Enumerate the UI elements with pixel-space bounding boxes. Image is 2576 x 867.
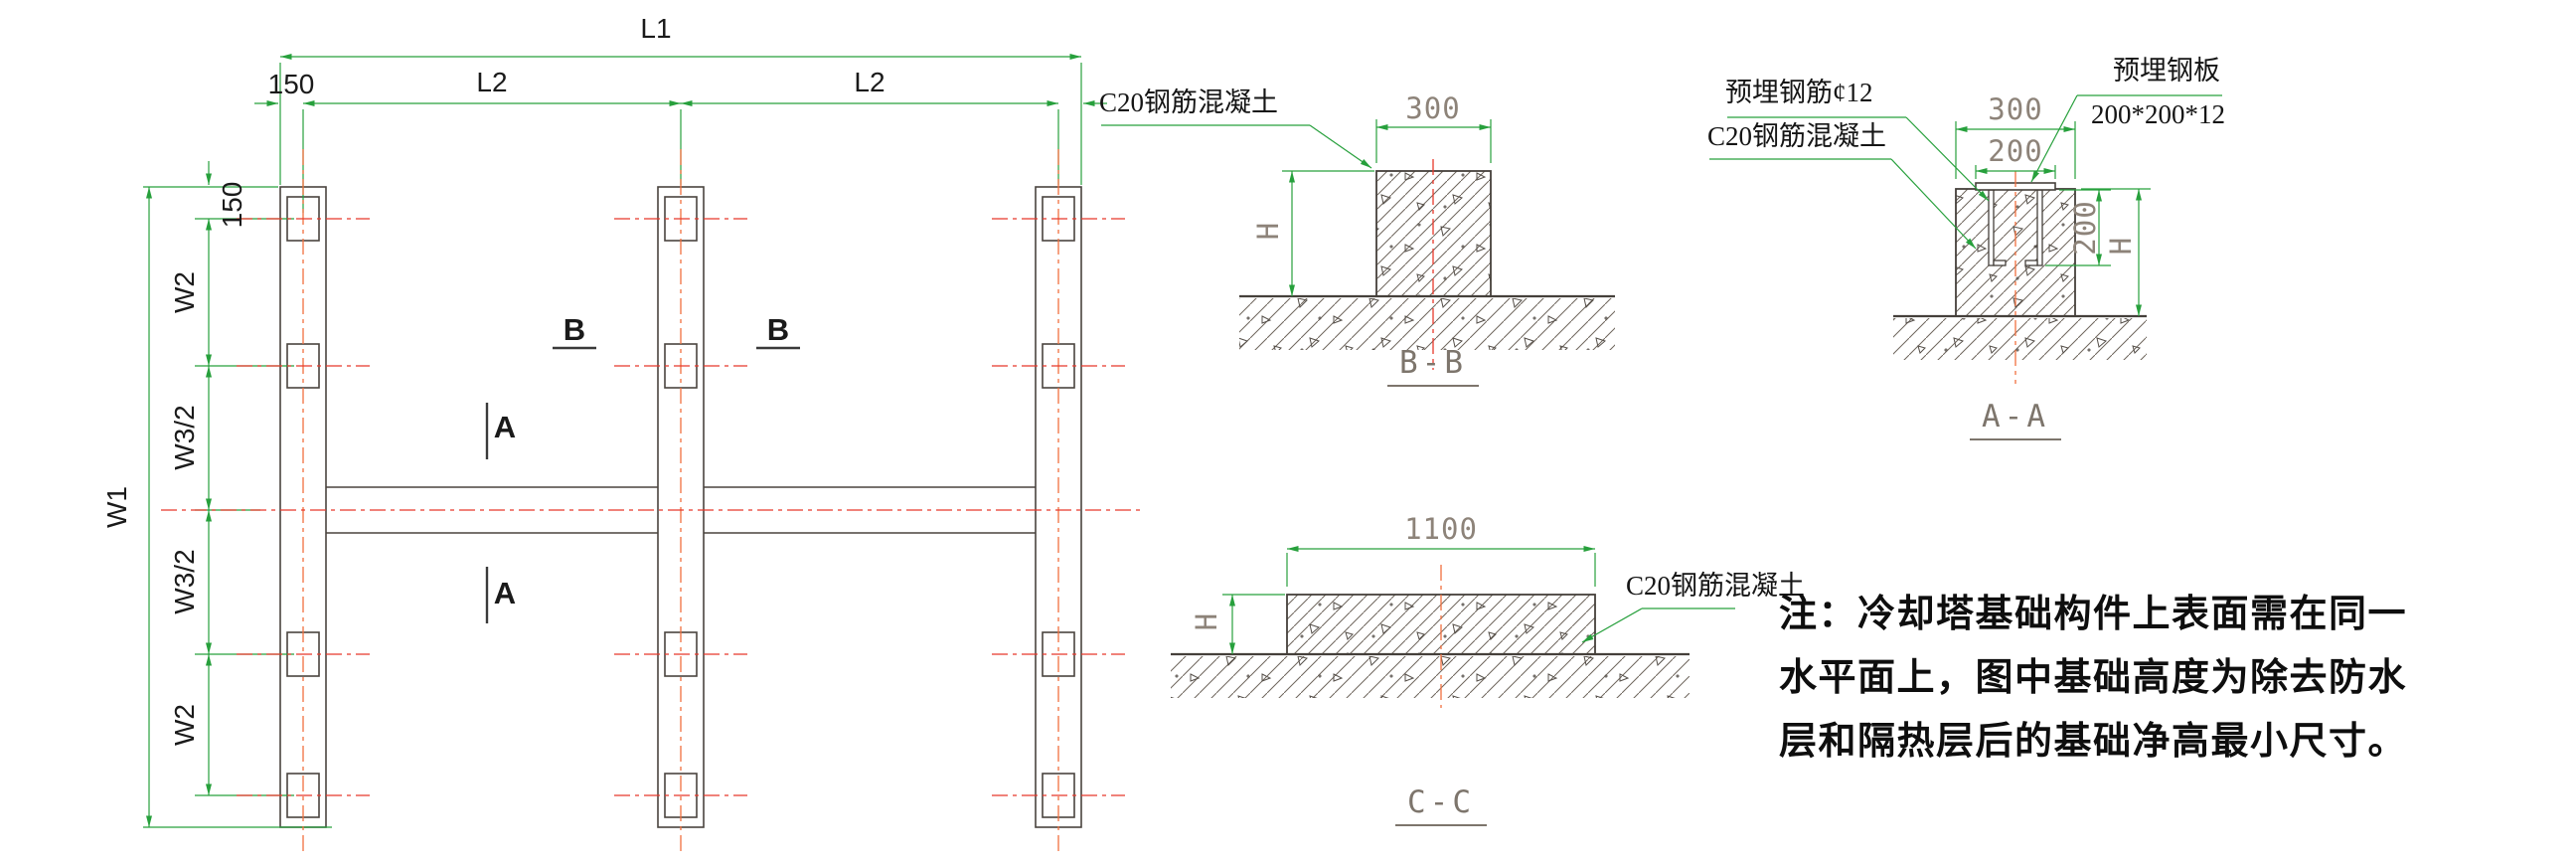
section-cc-geometry — [1171, 546, 1735, 826]
section-bb-title: B-B — [1399, 345, 1467, 381]
note-line-3: 层和隔热层后的基础净高最小尺寸。 — [1779, 721, 2408, 763]
plan-dim-150-top: 150 — [267, 69, 315, 99]
plan-mark-a-top: A — [493, 410, 517, 444]
plan-dim-w32-bottom: W3/2 — [169, 549, 200, 614]
section-aa-dim-embed-depth: 200 — [2067, 200, 2102, 256]
section-aa-plate-label: 预埋钢板 — [2113, 56, 2220, 86]
plan-section-cut-marks — [485, 346, 800, 623]
section-cc-concrete-label: C20钢筋混凝土 — [1626, 571, 1806, 601]
section-bb-geometry — [1101, 119, 1615, 387]
section-aa-dim-width: 300 — [1988, 92, 2043, 126]
plan-dim-150-left: 150 — [217, 181, 247, 229]
section-aa-concrete-label: C20钢筋混凝土 — [1707, 121, 1887, 151]
section-aa-rebar-label: 预埋钢筋¢12 — [1725, 78, 1873, 107]
plan-dim-l2-right: L2 — [854, 67, 886, 97]
section-aa-geometry — [1709, 94, 2222, 440]
plan-dim-l1: L1 — [640, 13, 672, 44]
section-aa-dim-plate-width: 200 — [1988, 134, 2043, 168]
plan-dim-w2-top: W2 — [169, 271, 200, 313]
section-cc-title: C-C — [1407, 784, 1475, 820]
plan-mark-b-right: B — [766, 312, 790, 347]
plan-mark-b-left: B — [563, 312, 586, 347]
note-line-2: 水平面上，图中基础高度为除去防水 — [1779, 657, 2408, 699]
section-bb-concrete-label: C20钢筋混凝土 — [1099, 87, 1279, 117]
section-cc-dim-height: H — [1189, 611, 1223, 631]
section-bb-dim-width: 300 — [1405, 91, 1461, 125]
section-cc-dim-width: 1100 — [1404, 512, 1478, 546]
section-bb-dim-height: H — [1250, 221, 1285, 241]
section-aa-plate-size-label: 200*200*12 — [2091, 99, 2225, 129]
section-aa-dim-height: H — [2103, 236, 2138, 256]
plan-dim-w2-bottom: W2 — [169, 704, 200, 746]
section-aa-title: A-A — [1982, 399, 2049, 434]
plan-centerlines — [161, 149, 1143, 851]
plan-dimensions — [143, 54, 1107, 828]
note-line-1: 注：冷却塔基础构件上表面需在同一 — [1779, 594, 2408, 635]
plan-dim-w32-top: W3/2 — [169, 405, 200, 470]
plan-dim-l2-left: L2 — [476, 67, 508, 97]
plan-mark-a-bottom: A — [493, 576, 517, 610]
plan-dim-w1: W1 — [101, 486, 132, 528]
